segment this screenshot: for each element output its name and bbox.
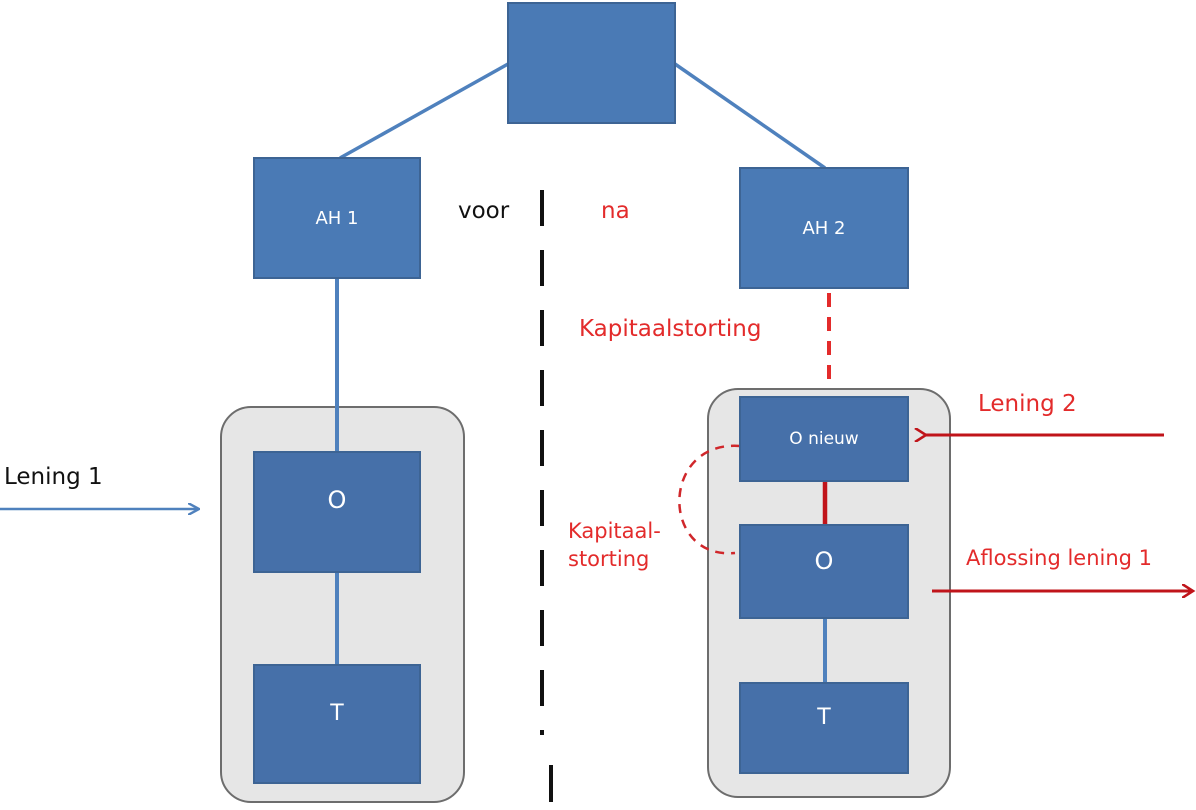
kapitaal-storting-label-line1: Kapitaal- [568,519,661,543]
ah2-label: AH 2 [802,217,846,239]
o-left-box [253,451,421,573]
o-right-label: O [814,547,834,575]
aflossing-lening-1-label: Aflossing lening 1 [966,546,1153,570]
ah1-label: AH 1 [315,207,359,229]
kapitaal-storting-label-line2: storting [568,547,650,571]
connector-top-ah2 [674,62,826,170]
t-right-box [739,682,909,774]
connector-top-ah1 [339,62,509,160]
o-left-label: O [327,486,347,514]
t-right-label: T [817,704,831,730]
ah2-box [739,167,909,289]
na-label: na [601,198,630,224]
ah1-box [253,157,421,279]
top-entity-label [508,3,675,123]
t-left-label: T [330,700,344,726]
o-right-box [739,524,909,619]
t-left-box [253,664,421,784]
o-nieuw-label: O nieuw [789,429,859,449]
lening-2-label: Lening 2 [978,391,1077,417]
o-nieuw-box [739,396,909,482]
top-entity-box [507,2,676,124]
kapitaalstorting-label: Kapitaalstorting [579,316,762,342]
voor-label: voor [458,198,510,224]
lening-1-label: Lening 1 [4,464,103,490]
